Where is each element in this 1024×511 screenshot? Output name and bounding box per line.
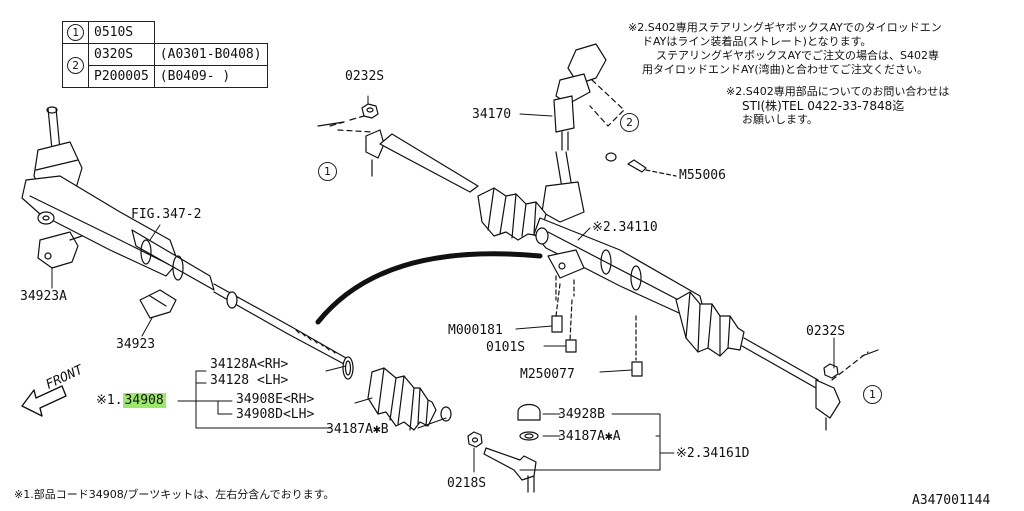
part-label-34908d[interactable]: 34908D<LH>	[236, 407, 315, 422]
highlighted-part-number: 34908	[122, 393, 166, 408]
part-label-34923a[interactable]: 34923A	[20, 289, 67, 304]
part-label-m000181[interactable]: M000181	[448, 323, 503, 338]
part-label-34908-prefix: ※1.	[96, 393, 123, 408]
note-contact-line-1: ※2.S402専用部品についてのお問い合わせは	[726, 85, 950, 98]
part-label-34187a-a[interactable]: 34187A✱A	[558, 429, 621, 444]
left-gearbox-assembly	[21, 106, 347, 365]
legend-range: (B0409- )	[153, 65, 268, 88]
legend-range: (A0301-B0408)	[153, 43, 268, 66]
legend-code: 0510S	[88, 21, 155, 44]
legend-row: 1 0510S	[62, 21, 268, 44]
legend-code: 0320S	[88, 43, 155, 66]
part-label-0101s[interactable]: 0101S	[486, 340, 526, 355]
callout-2: 2	[620, 113, 639, 132]
callout-marker: 1	[67, 24, 84, 41]
note-top-right-line-2: ドAYはライン装着品(ストレート)となります。	[642, 35, 872, 48]
part-label-34110[interactable]: ※2.34110	[592, 220, 658, 235]
boot-kit-parts	[342, 356, 541, 493]
note-top-right-line-1: ※2.S402専用ステアリングギヤボックスAYでのタイロッドエン	[628, 21, 942, 34]
part-label-m250077[interactable]: M250077	[520, 367, 575, 382]
part-label-34928b[interactable]: 34928B	[558, 407, 605, 422]
callout-1-left: 1	[318, 162, 337, 181]
note-contact-line-2: STI(株)TEL 0422-33-7848迄	[742, 99, 905, 113]
callout-1-right: 1	[863, 385, 882, 404]
part-label-0218s[interactable]: 0218S	[447, 476, 487, 491]
part-label-34923[interactable]: 34923	[116, 337, 156, 352]
part-label-34161d[interactable]: ※2.34161D	[676, 446, 750, 461]
upper-tie-rod-end	[317, 103, 479, 193]
part-label-34128[interactable]: 34128 <LH>	[210, 373, 289, 388]
part-label-34908e[interactable]: 34908E<RH>	[236, 392, 315, 407]
sweep-arrow	[315, 251, 543, 325]
leader-lines	[51, 95, 835, 473]
front-arrow-icon	[21, 385, 67, 417]
part-label-0232s-right[interactable]: 0232S	[806, 324, 846, 339]
part-label-0232s-top[interactable]: 0232S	[345, 69, 385, 84]
part-label-34908[interactable]: ※1.34908	[96, 393, 166, 408]
legend-range	[154, 22, 267, 44]
note-contact-line-3: お願いします。	[742, 113, 818, 126]
note-top-right-line-4: 用タイロッドエンドAY(湾曲)と合わせてご注文ください。	[642, 63, 928, 76]
right-gearbox-assembly	[477, 43, 879, 431]
diagram-id: A347001144	[912, 493, 991, 508]
part-label-34128a[interactable]: 34128A<RH>	[210, 357, 289, 372]
note-top-right-line-3: ステアリングギヤボックスAYでご注文の場合は、S402専	[656, 49, 940, 62]
part-label-34170[interactable]: 34170	[472, 107, 512, 122]
callout-marker: 2	[67, 57, 84, 74]
part-label-34187a-b[interactable]: 34187A✱B	[326, 422, 389, 437]
part-label-m55006[interactable]: M55006	[679, 168, 726, 183]
part-label-fig347-2[interactable]: FIG.347-2	[131, 207, 202, 222]
footer-note: ※1.部品コード34908/ブーツキットは、左右分含んでおります。	[14, 488, 335, 501]
legend-row: 2 0320S (A0301-B0408)	[62, 43, 268, 88]
legend-code: P200005	[88, 65, 155, 88]
legend-table: 1 0510S 2 0320S (A0301-B0408) P200005 (B…	[62, 21, 268, 88]
legend-row: P200005 (B0409- )	[63, 65, 268, 88]
